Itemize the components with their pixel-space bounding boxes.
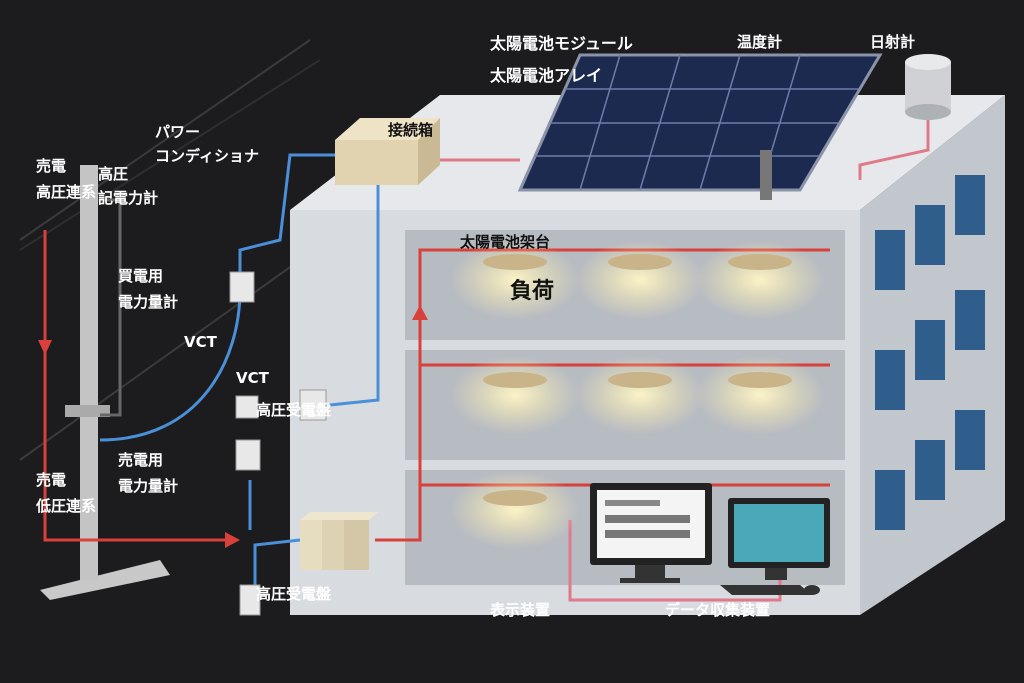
power-conditioner-device [300, 512, 378, 570]
pyranometer-label: 日射計 [870, 33, 916, 51]
load-label: 負荷 [510, 279, 555, 304]
utility-pole [40, 165, 170, 600]
hv-meter-label-1: 高圧 [98, 165, 129, 183]
sell-meter-label-1: 売電用 [118, 451, 164, 469]
overhead-wires [19, 39, 321, 461]
data-collector-device [720, 498, 830, 595]
display-label: 表示装置 [490, 601, 551, 619]
solar-array [517, 53, 883, 200]
hv-panel-label-1: 高圧受電盤 [256, 401, 332, 419]
data-collector-label: データ収集装置 [665, 601, 771, 619]
power-line-sell [43, 230, 230, 542]
mount-label: 太陽電池架台 [460, 233, 551, 251]
meters [229, 271, 327, 616]
solar-module-label: 太陽電池モジュール [490, 34, 633, 53]
pyranometer-device [905, 54, 951, 120]
buy-meter-label-2: 電力量計 [118, 293, 179, 311]
sell-meter-label-2: 電力量計 [118, 477, 179, 495]
vct-label-2: VCT [236, 369, 269, 387]
sell-lv-label-1: 売電 [36, 471, 67, 489]
hv-meter-label-2: 記電力計 [98, 189, 159, 207]
vct-label-1: VCT [184, 333, 217, 351]
buy-meter-label-1: 買電用 [118, 267, 164, 285]
sell-hv-label-1: 売電 [36, 157, 67, 175]
thermometer-label: 温度計 [737, 33, 783, 51]
solar-array-label: 太陽電池アレイ [490, 66, 603, 85]
display-device [590, 483, 712, 583]
junction-box-label: 接続箱 [388, 121, 434, 139]
junction-box-device [335, 118, 440, 185]
ceiling-lamps [450, 240, 825, 550]
sell-hv-label-2: 高圧連系 [36, 183, 97, 201]
power-conditioner-label-2: コンディショナ [155, 147, 259, 165]
sell-lv-label-2: 低圧連系 [36, 497, 97, 515]
power-conditioner-label-1: パワー [155, 123, 201, 141]
hv-panel-label-2: 高圧受電盤 [256, 585, 332, 603]
